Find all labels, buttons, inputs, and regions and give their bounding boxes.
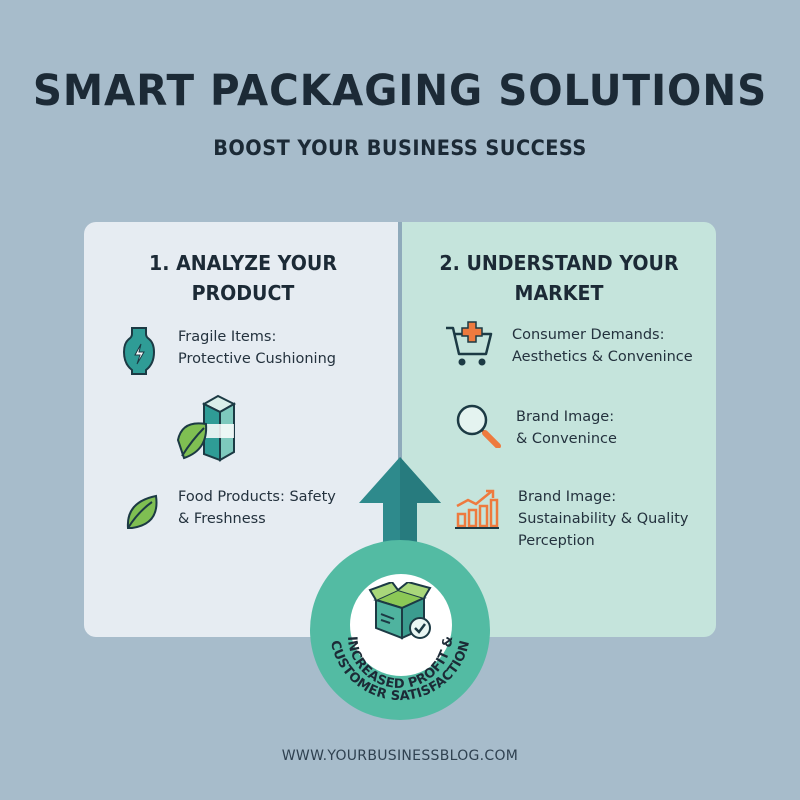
magnifier-icon [456, 404, 501, 448]
package-check-icon [368, 582, 432, 640]
food-products-text: Food Products: Safety & Freshness [178, 489, 336, 527]
analyze-product-heading: 1. ANALYZE YOUR PRODUCT [149, 251, 337, 305]
leaf-icon [126, 494, 158, 529]
fragile-items-text: Fragile Items: Protective Cushioning [178, 329, 336, 367]
footer-url[interactable]: WWW.YOURBUSINESSBLOG.COM [281, 748, 519, 764]
page-subtitle: BOOST YOUR BUSINESS SUCCESS [213, 136, 587, 160]
consumer-demands-text: Consumer Demands: Aesthetics & Conveninc… [512, 327, 693, 365]
page-title: SMART PACKAGING SOLUTIONS [32, 66, 768, 116]
growth-chart-icon [455, 489, 499, 529]
panel-divider [398, 222, 402, 637]
food-products-icon [176, 394, 237, 462]
upward-arrow-icon [359, 457, 441, 565]
brand-image-text-1: Brand Image: & Convenince [516, 409, 617, 447]
badge-text: INCREASED PROFIT & CUSTOMER SATISFACTION [327, 635, 473, 704]
shopping-cart-icon [446, 321, 493, 366]
fragile-vase-icon [122, 327, 156, 375]
analyze-product-panel: 1. ANALYZE YOUR PRODUCT Fragile Items: P… [84, 222, 402, 637]
understand-market-heading: 2. UNDERSTAND YOUR MARKET [439, 251, 679, 305]
brand-image-text-2: Brand Image: Sustainability & Quality Pe… [518, 489, 689, 549]
